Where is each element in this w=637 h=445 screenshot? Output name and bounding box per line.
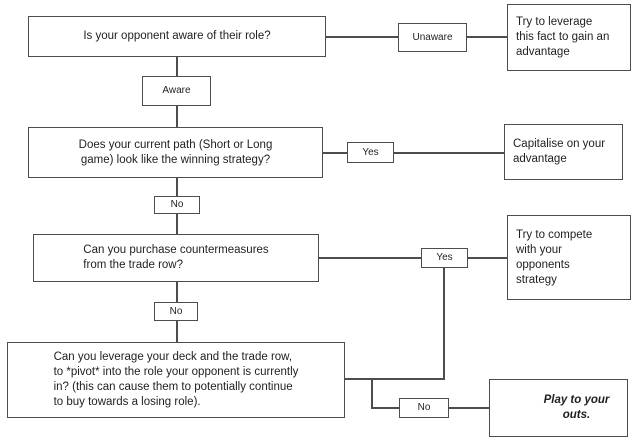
connector-line xyxy=(176,57,178,76)
decision-box-text: Can you purchase countermeasures from th… xyxy=(83,244,269,271)
outcome-box-text: Try to compete with your opponents strat… xyxy=(516,228,593,286)
decision-box-purchase-countermeasures: Can you purchase countermeasures from th… xyxy=(33,234,319,282)
connector-line xyxy=(176,321,178,342)
decision-box-text: Is your opponent aware of their role? xyxy=(83,30,271,42)
branch-label-yes: Yes xyxy=(347,142,394,163)
connector-line xyxy=(176,282,178,302)
branch-label-text: No xyxy=(169,305,183,317)
connector-line xyxy=(319,257,421,259)
decision-box-winning-strategy: Does your current path (Short or Long ga… xyxy=(28,127,323,178)
connector-line xyxy=(176,214,178,234)
connector-line xyxy=(394,152,504,154)
outcome-box-leverage-advantage: Try to leverage this fact to gain an adv… xyxy=(507,4,631,71)
branch-label-text: Yes xyxy=(362,146,379,158)
connector-line xyxy=(176,106,178,127)
connector-line xyxy=(467,36,507,38)
branch-label-text: No xyxy=(417,402,431,413)
branch-label-no: No xyxy=(154,196,200,214)
decision-box-opponent-aware: Is your opponent aware of their role? xyxy=(28,16,326,57)
outcome-box-compete: Try to compete with your opponents strat… xyxy=(507,215,631,300)
outcome-box-play-to-outs: Play to your outs. xyxy=(489,379,628,437)
outcome-box-text: Try to leverage this fact to gain an adv… xyxy=(516,16,610,58)
decision-box-pivot-role: Can you leverage your deck and the trade… xyxy=(7,342,345,418)
connector-line xyxy=(326,36,398,38)
branch-label-yes: Yes xyxy=(421,248,468,268)
branch-label-text: Unaware xyxy=(412,31,453,43)
outcome-box-text: Capitalise on your advantage xyxy=(513,138,606,165)
decision-box-text: Can you leverage your deck and the trade… xyxy=(53,351,299,408)
branch-label-unaware: Unaware xyxy=(398,23,467,52)
branch-label-text: No xyxy=(170,199,184,210)
branch-label-no: No xyxy=(154,302,198,321)
connector-line xyxy=(345,378,445,380)
connector-line xyxy=(468,257,507,259)
connector-line xyxy=(371,378,373,409)
connector-line xyxy=(449,407,489,409)
branch-label-no: No xyxy=(399,398,449,418)
connector-line xyxy=(323,152,347,154)
outcome-box-text: Play to your outs. xyxy=(543,394,610,421)
branch-label-text: Yes xyxy=(436,252,453,263)
connector-line xyxy=(443,268,445,380)
branch-label-text: Aware xyxy=(162,85,191,96)
connector-line xyxy=(176,178,178,196)
outcome-box-capitalise: Capitalise on your advantage xyxy=(504,124,623,180)
decision-box-text: Does your current path (Short or Long ga… xyxy=(78,138,273,166)
connector-line xyxy=(372,407,399,409)
branch-label-aware: Aware xyxy=(142,76,211,106)
